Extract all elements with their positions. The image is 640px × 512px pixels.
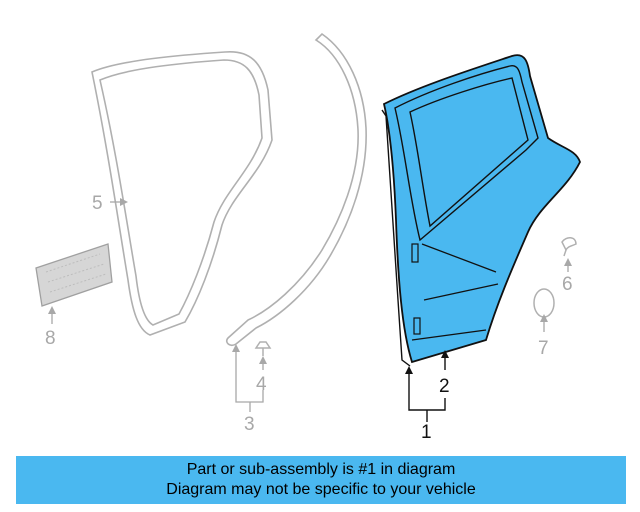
callout-5: 5	[92, 193, 103, 214]
leader-arrows-part-1-2	[405, 350, 449, 374]
clip-part-4	[254, 341, 272, 356]
parts-diagram: 1 2 3 4 5 6 7 8	[35, 32, 581, 443]
weatherstrip-part-3	[225, 32, 367, 347]
callout-1: 1	[421, 422, 432, 443]
callout-4: 4	[256, 374, 267, 395]
disclaimer-banner: Part or sub-assembly is #1 in diagram Di…	[16, 456, 626, 504]
clip-part-6	[561, 237, 577, 257]
banner-line-2: Diagram may not be specific to your vehi…	[166, 481, 476, 498]
plug-part-7	[533, 288, 555, 318]
leader-arrows-grey	[48, 198, 572, 364]
weatherstrip-part-5	[91, 51, 273, 336]
callout-3: 3	[244, 414, 255, 435]
callout-8: 8	[45, 328, 56, 349]
sound-pad-part-8	[35, 243, 113, 307]
door-shell-part-1	[381, 54, 581, 367]
callout-2: 2	[439, 376, 450, 397]
banner-line-1: Part or sub-assembly is #1 in diagram	[186, 461, 456, 478]
leader-lines-part-1-2	[408, 356, 446, 422]
callout-6: 6	[562, 274, 573, 295]
callout-7: 7	[538, 338, 549, 359]
